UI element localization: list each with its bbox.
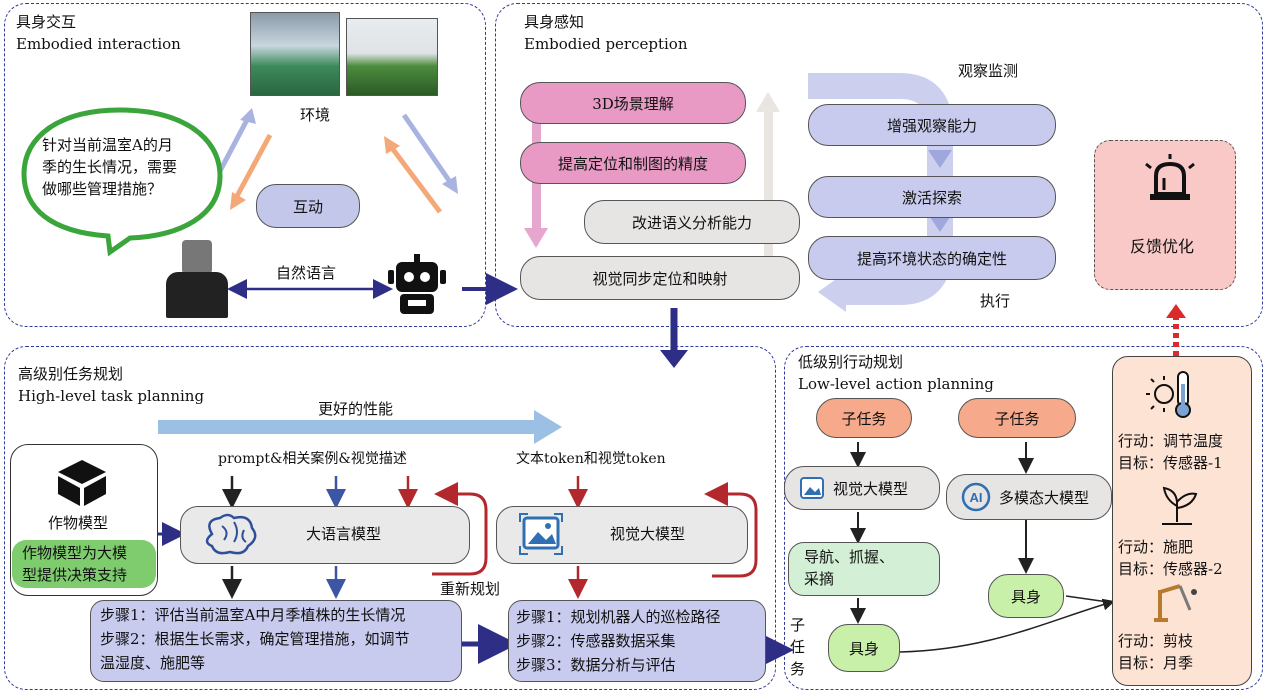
panel-embodied-perception	[495, 3, 1263, 327]
panel-embodied-interaction	[4, 3, 486, 327]
crop-model-label: 作物模型	[48, 514, 109, 532]
alarm-light-icon	[1145, 154, 1195, 200]
greenhouse-image-1	[250, 12, 340, 96]
steps-left-line-1: 步骤1：评估当前温室A中月季植株的生长情况	[100, 606, 406, 624]
image-icon	[800, 477, 824, 499]
crop-support-badge	[12, 540, 156, 588]
fertilizer-icon	[1162, 486, 1198, 525]
speech-bubble-line-2: 季的生长情况，需要	[42, 158, 178, 176]
high-level-title-en: High-level task planning	[18, 387, 205, 405]
crop-support-line-2: 型提供决策支持	[22, 566, 128, 584]
environment-label: 环境	[300, 106, 331, 124]
perception-title-cn: 具身感知	[524, 13, 585, 31]
interact-pill: 互动	[256, 184, 360, 228]
replan-label: 重新规划	[440, 580, 501, 598]
vision-model-pill: 视觉大模型	[784, 466, 940, 510]
llm-label: 大语言模型	[306, 525, 382, 543]
nav-line-2: 采摘	[804, 570, 835, 588]
interaction-title-en: Embodied interaction	[16, 35, 181, 53]
execute-label: 执行	[980, 292, 1011, 310]
steps-left-box	[90, 600, 462, 682]
embodied-pill-1: 具身	[828, 624, 900, 672]
enhance-observation-pill: 增强观察能力	[808, 104, 1056, 146]
nav-box	[788, 542, 940, 596]
embodied-pill-2: 具身	[988, 574, 1064, 618]
prompt-label: prompt&相关案例&视觉描述	[218, 451, 407, 467]
svg-text:AI: AI	[970, 490, 983, 505]
action-1-target: 目标：传感器-1	[1118, 454, 1223, 472]
feedback-label: 反馈优化	[1130, 237, 1195, 256]
person-icon	[166, 240, 228, 318]
action-2-action: 行动：施肥	[1118, 538, 1194, 556]
steps-right-box	[508, 600, 766, 682]
steps-right-line-2: 步骤2：传感器数据采集	[516, 632, 676, 650]
action-3-target: 目标：月季	[1118, 654, 1194, 672]
vision-model-label: 视觉大模型	[833, 479, 909, 498]
activate-exploration-pill: 激活探索	[808, 176, 1056, 218]
natural-language-label: 自然语言	[276, 264, 337, 282]
subtask-vertical-1: 子	[790, 616, 806, 634]
steps-right-line-3: 步骤3：数据分析与评估	[516, 656, 676, 674]
subtask-vertical-2: 任	[790, 638, 806, 656]
steps-right-line-1: 步骤1：规划机器人的巡检路径	[516, 608, 721, 626]
semantic-analysis-pill: 改进语义分析能力	[584, 200, 800, 244]
interaction-title-cn: 具身交互	[16, 13, 77, 31]
speech-bubble-line-1: 针对当前温室A的月	[42, 136, 173, 154]
observe-label: 观察监测	[958, 62, 1019, 80]
speech-bubble-shape	[21, 107, 223, 257]
subtask-pill-1: 子任务	[816, 398, 912, 438]
scene-understanding-pill: 3D场景理解	[520, 82, 746, 124]
multimodal-model-pill: AI 多模态大模型	[946, 474, 1112, 520]
robot-arm-icon	[1154, 584, 1197, 622]
brain-icon	[205, 513, 257, 555]
low-level-title-en: Low-level action planning	[798, 375, 994, 393]
image-model-icon	[519, 513, 563, 555]
subtask-vertical-3: 务	[790, 660, 806, 678]
perception-title-en: Embodied perception	[524, 35, 688, 53]
cube-icon	[58, 460, 106, 506]
action-2-target: 目标：传感器-2	[1118, 560, 1223, 578]
nav-line-1: 导航、抓握、	[804, 548, 895, 566]
ai-chip-icon: AI	[961, 482, 991, 512]
multimodal-model-label: 多模态大模型	[999, 488, 1090, 507]
steps-left-line-3: 温湿度、施肥等	[100, 654, 206, 672]
high-level-title-cn: 高级别任务规划	[18, 365, 124, 383]
greenhouse-image-2	[346, 18, 438, 96]
env-certainty-pill: 提高环境状态的确定性	[808, 236, 1056, 280]
low-level-title-cn: 低级别行动规划	[798, 353, 904, 371]
token-label: 文本token和视觉token	[516, 451, 666, 467]
speech-bubble-line-3: 做哪些管理措施？	[42, 180, 163, 198]
better-performance-label: 更好的性能	[318, 400, 394, 418]
vlm-label: 视觉大模型	[610, 525, 686, 543]
crop-support-line-1: 作物模型为大模	[22, 544, 128, 562]
robot-icon	[388, 254, 446, 314]
thermometer-sun-icon	[1146, 371, 1191, 418]
panel-high-level-planning	[4, 346, 776, 690]
action-3-action: 行动：剪枝	[1118, 632, 1194, 650]
localization-accuracy-pill: 提高定位和制图的精度	[520, 142, 746, 184]
subtask-pill-2: 子任务	[958, 398, 1076, 438]
vslam-pill: 视觉同步定位和映射	[520, 256, 800, 300]
action-1-action: 行动：调节温度	[1118, 432, 1224, 450]
steps-left-line-2: 步骤2：根据生长需求，确定管理措施，如调节	[100, 630, 410, 648]
panel-low-level-planning	[784, 346, 1263, 690]
